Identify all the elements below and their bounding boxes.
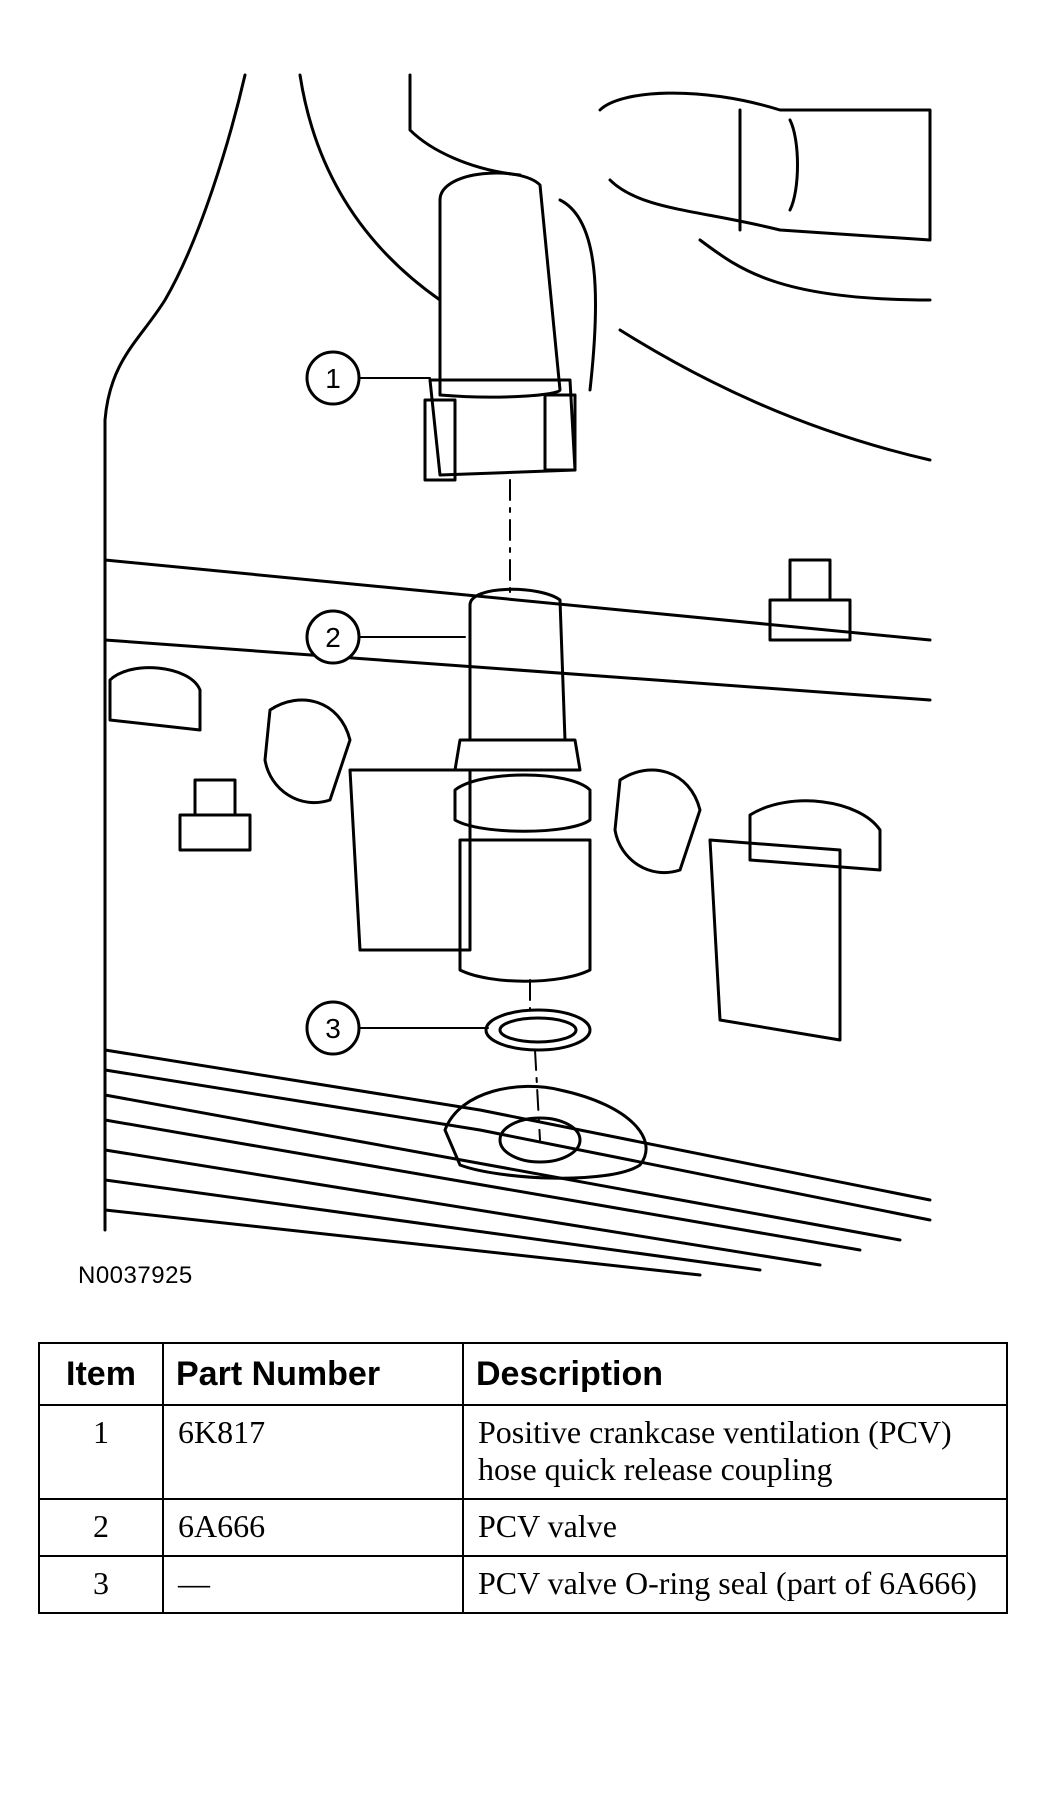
coil-boot-left [108,666,202,732]
table-row: 1 6K817 Positive crankcase ventilation (… [38,1404,1008,1500]
coil-left [348,768,472,952]
assembly-centerline [509,479,541,1141]
row-part-number: 6K817 [162,1404,464,1500]
callout-3-label: 3 [325,1013,341,1044]
coil-right [708,838,842,1042]
row-description: Positive crankcase ventilation (PCV) hos… [462,1404,1008,1500]
callout-2 [305,609,361,665]
bolt-left [193,778,237,817]
row-part-number: — [162,1555,464,1614]
manifold-edge [698,238,932,302]
engine-top-line [408,73,522,177]
fuel-rail-lower [103,638,932,702]
row-description: PCV valve O-ring seal (part of 6A666) [462,1555,1008,1614]
row-item: 3 [38,1555,164,1614]
callout-3 [305,1000,361,1056]
o-ring-seal [484,1008,592,1052]
engine-background-outline [103,73,247,1232]
header-item: Item [38,1342,164,1406]
valve-cover-edge [103,1048,932,1202]
bolt-right [788,558,832,602]
pcv-valve-body [468,587,567,742]
callouts: 1 2 3 [305,350,361,1056]
callout-2-label: 2 [325,622,341,653]
parts-table: Item Part Number Description 1 6K817 Pos… [38,1342,1008,1614]
figure-id: N0037925 [78,1262,193,1289]
intake-tube [598,91,932,242]
table-header-row: Item Part Number Description [38,1342,1008,1406]
header-description: Description [462,1342,1008,1406]
hose-coupling [438,171,562,399]
table-row: 2 6A666 PCV valve [38,1498,1008,1557]
row-item: 1 [38,1404,164,1500]
hose [298,73,442,302]
header-part-number: Part Number [162,1342,464,1406]
row-part-number: 6A666 [162,1498,464,1557]
callout-1 [305,350,361,406]
coil-boot-right [748,799,882,872]
callout-1-label: 1 [325,363,341,394]
table-row: 3 — PCV valve O-ring seal (part of 6A666… [38,1555,1008,1614]
row-item: 2 [38,1498,164,1557]
row-description: PCV valve [462,1498,1008,1557]
fuel-rail-upper [103,558,932,642]
pcv-valve-illustration: 1 2 3 [103,73,932,1277]
valve-port [443,1084,648,1180]
